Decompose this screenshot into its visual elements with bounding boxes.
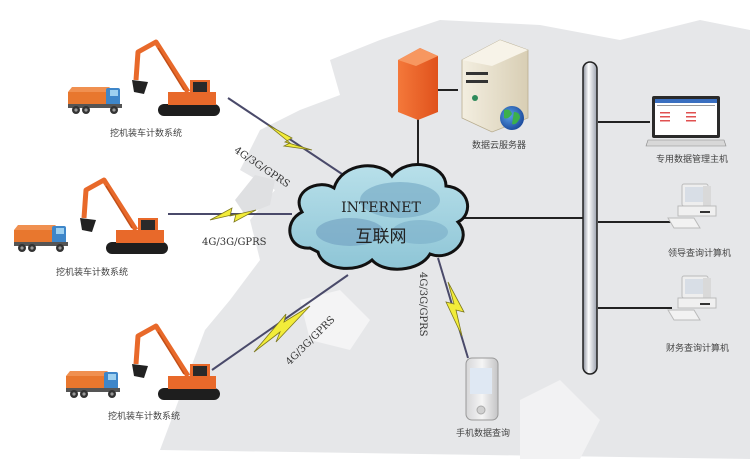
site-1-equipment [68, 42, 220, 116]
lightning-icon [445, 281, 465, 337]
site-2-label: 挖机装车计数系统 [56, 268, 129, 278]
mobile-phone-icon [465, 357, 499, 421]
mobile-link-label: 4G/3G/GPRS [417, 272, 428, 337]
site-1-label: 挖机装车计数系统 [110, 129, 183, 139]
lightning-icon [209, 207, 257, 223]
mobile-label: 手机数据查询 [456, 429, 511, 439]
excavator-icon [132, 42, 220, 116]
network-links [417, 89, 672, 309]
management-host-icon [645, 96, 727, 147]
cloud-label-en: INTERNET [341, 200, 421, 216]
leader-computer-label: 领导查询计算机 [668, 249, 732, 259]
dump-truck-icon [68, 87, 122, 114]
dump-truck-icon [14, 225, 68, 252]
finance-computer-label: 财务查询计算机 [666, 344, 730, 354]
firewall-icon [398, 48, 438, 120]
server-label: 数据云服务器 [472, 141, 527, 151]
network-bus [582, 61, 598, 375]
dump-truck-icon [66, 371, 120, 398]
globe-icon [500, 106, 524, 130]
internet-cloud-icon [288, 163, 469, 271]
site-2-link-label: 4G/3G/GPRS [202, 237, 267, 248]
site-3-label: 挖机装车计数系统 [108, 412, 181, 422]
lightning-icon [267, 124, 313, 151]
lightning-icon [253, 305, 311, 353]
cloud-label-zh: 互联网 [355, 227, 407, 247]
excavator-icon [80, 180, 168, 254]
site-2-equipment [14, 180, 168, 254]
management-host-label: 专用数据管理主机 [656, 155, 729, 165]
